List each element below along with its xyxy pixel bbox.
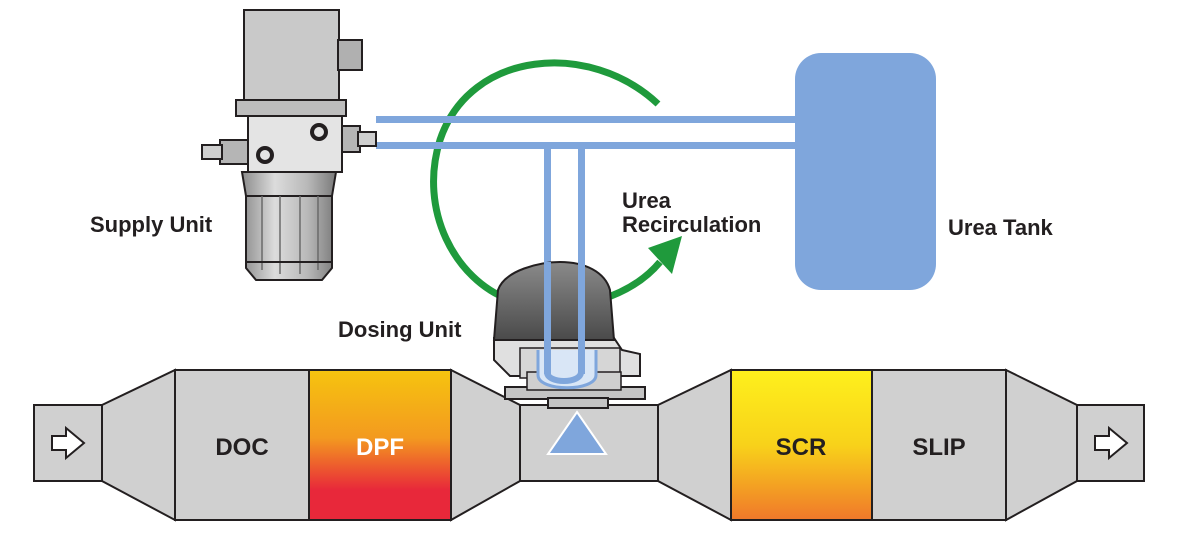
supply-unit-label: Supply Unit (90, 212, 213, 237)
injection-triangle-icon (546, 410, 608, 455)
inlet-cone (101, 368, 176, 522)
urea-tank (795, 53, 936, 290)
dosing-unit-label: Dosing Unit (338, 317, 462, 342)
outlet-cone (1005, 368, 1078, 522)
mid-cone-right (657, 368, 732, 522)
supply-unit (201, 9, 377, 281)
doc-label: DOC (215, 434, 268, 461)
scr-label: SCR (776, 434, 827, 461)
port-circle-icon (310, 123, 328, 141)
doc-section (174, 369, 310, 521)
slip-label: SLIP (912, 434, 965, 461)
exhaust-system (33, 368, 1145, 522)
dosing-unit (492, 260, 646, 409)
inlet-arrow-icon (51, 425, 86, 461)
dpf-label: DPF (356, 434, 404, 461)
port-circle-icon (256, 146, 274, 164)
outlet-arrow-icon (1094, 425, 1129, 461)
dpf-section (308, 369, 452, 521)
urea-tank-label: Urea Tank (948, 215, 1054, 240)
urea-recirculation-label-line2: Recirculation (622, 212, 761, 237)
scr-section (730, 369, 873, 521)
urea-lines (376, 116, 802, 370)
urea-recirculation-label-line1: Urea (622, 188, 672, 213)
recirculation-arrowhead-icon (648, 236, 682, 274)
